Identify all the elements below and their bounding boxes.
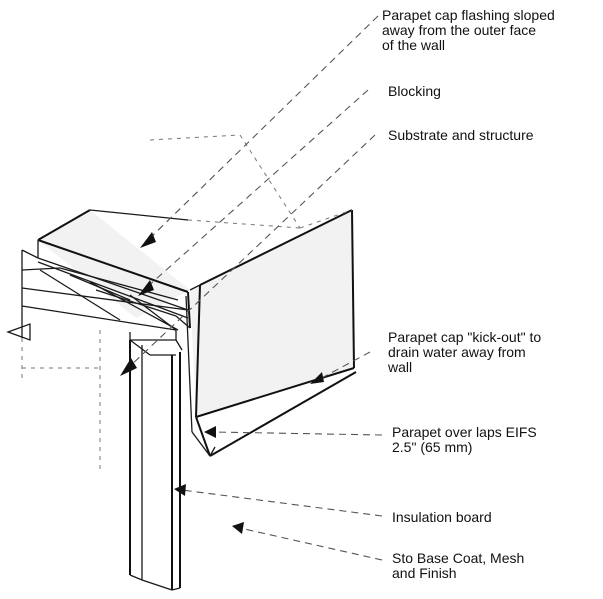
wall-substrate: [21, 330, 176, 470]
cap-top-surface: [38, 210, 190, 318]
parapet-cap: [37, 209, 301, 329]
flashing-face-surface: [190, 210, 354, 417]
section-marker-icon: [6, 323, 31, 341]
flashing-kick-out: [185, 209, 357, 457]
insulation-and-finish: [129, 339, 183, 591]
label-blocking: Blocking: [388, 83, 441, 99]
label-overlap: Parapet over laps EIFS 2.5" (65 mm): [392, 424, 537, 455]
label-substrate: Substrate and structure: [388, 127, 534, 143]
leader-lines: [120, 15, 383, 561]
label-kick-out: Parapet cap "kick-out" to drain water aw…: [388, 329, 542, 375]
label-insulation: Insulation board: [392, 509, 492, 525]
label-base-coat: Sto Base Coat, Mesh and Finish: [392, 550, 525, 581]
hidden-lines: [149, 134, 353, 229]
blocking-section: [21, 249, 191, 340]
label-cap-flashing: Parapet cap flashing sloped away from th…: [382, 7, 555, 53]
